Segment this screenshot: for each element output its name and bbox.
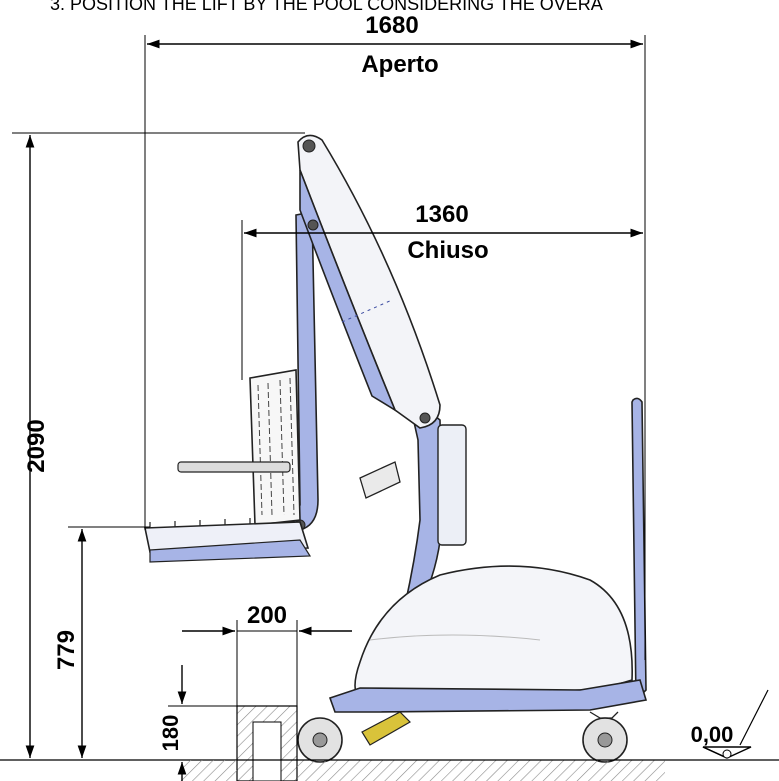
closed-width-label: Chiuso [407,237,488,264]
pool-edge [0,705,779,781]
floor-hatch [297,760,665,781]
level-mark-value: 0,00 [691,722,734,747]
lift-illustration [144,134,648,763]
base-shell [354,565,633,701]
lift-boom-edge [299,169,397,412]
open-width-value: 1680 [365,12,418,39]
dimension-edge-width: 200 [182,602,352,706]
seat-height-value: 779 [53,630,80,670]
total-height-value: 2090 [23,419,50,472]
pivot-top [302,139,316,153]
closed-width-value: 1360 [415,201,468,228]
actuator [359,461,401,499]
dimension-total-height: 2090 [12,132,305,758]
level-marker: 0,00 [691,689,769,759]
open-width-label: Aperto [361,51,438,78]
chair-seat [144,369,312,563]
dimension-seat-height: 779 [53,526,150,758]
edge-width-value: 200 [247,602,287,629]
control-box [437,424,467,546]
footplate [361,711,411,746]
edge-height-value: 180 [158,715,183,752]
rear-handle [631,397,647,702]
header-instruction-text: 3. POSITION THE LIFT BY THE POOL CONSIDE… [50,0,603,14]
pivot-boom-base [419,412,431,424]
base-frame [328,679,648,713]
pivot-middle [307,219,319,231]
dimension-edge-height: 180 [158,665,237,781]
dimension-open-width: 1680 Aperto [144,12,646,660]
dimension-closed-width: 1360 Chiuso [241,201,643,380]
